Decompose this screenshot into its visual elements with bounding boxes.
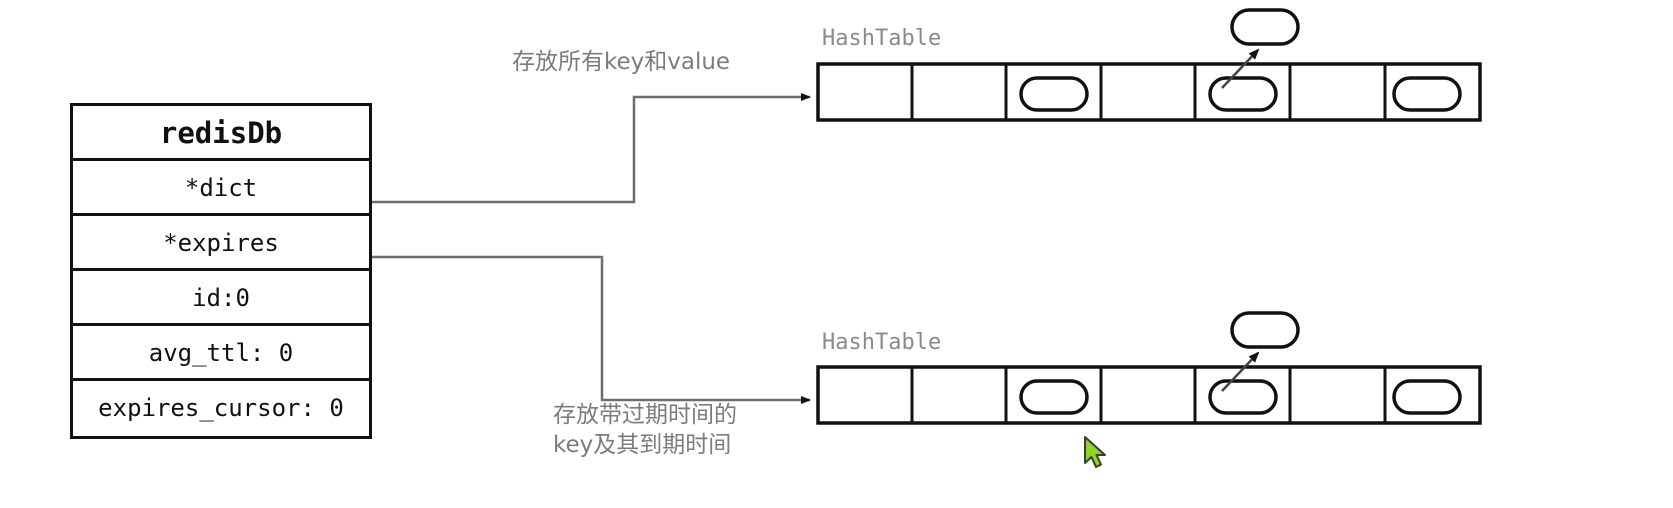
dict-hashtable-label: HashTable xyxy=(822,26,942,51)
struct-field-dict: *dict xyxy=(73,161,369,216)
expires-connector-line xyxy=(372,255,811,404)
chain-arrow xyxy=(1221,48,1260,89)
chain-arrow xyxy=(1221,351,1260,392)
struct-field-expires-cursor: expires_cursor: 0 xyxy=(98,394,344,422)
hashtable-entry-node xyxy=(1392,76,1462,112)
hashtable-entry-node xyxy=(1019,379,1089,415)
hashtable-entry-node xyxy=(1208,76,1278,112)
redisdb-struct: redisDb *dict *expires id:0 avg_ttl: 0 e… xyxy=(70,103,372,439)
hashtable-entry-node xyxy=(1019,76,1089,112)
dict-connector-line xyxy=(372,93,811,204)
expires-note-line-2: key及其到期时间 xyxy=(553,432,732,458)
dict-hashtable-graphic xyxy=(816,8,1482,122)
expires-hashtable-label: HashTable xyxy=(822,330,942,355)
struct-title: redisDb xyxy=(73,106,369,161)
dict-note: 存放所有key和value xyxy=(512,49,731,75)
struct-field-id: id:0 xyxy=(73,271,369,326)
struct-field-expires: *expires xyxy=(73,216,369,271)
expires-note: 存放带过期时间的 key及其到期时间 xyxy=(553,400,737,460)
hashtable-chained-node xyxy=(1230,8,1300,46)
expires-note-line-1: 存放带过期时间的 xyxy=(553,402,737,428)
hashtable-bucket-array xyxy=(816,62,1482,122)
hashtable-bucket-array xyxy=(816,365,1482,425)
struct-field-avg-ttl: avg_ttl: 0 xyxy=(73,326,369,381)
expires-hashtable-graphic xyxy=(816,311,1482,425)
hashtable-entry-node xyxy=(1208,379,1278,415)
hashtable-chained-node xyxy=(1230,311,1300,349)
hashtable-entry-node xyxy=(1392,379,1462,415)
